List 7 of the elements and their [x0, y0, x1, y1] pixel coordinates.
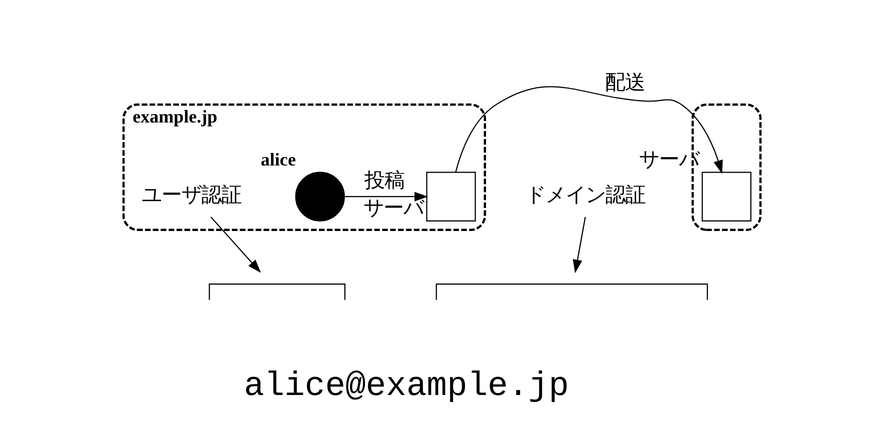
node-text: ユーザ認証	[141, 182, 242, 207]
node-text: ドメイン認証	[525, 182, 646, 207]
label: alice@example.jp	[243, 368, 568, 406]
edge-label: 投稿	[364, 168, 404, 192]
node-label: alice	[260, 149, 296, 170]
node-label: サーバ	[363, 196, 424, 220]
edge-label: 配送	[604, 70, 645, 94]
